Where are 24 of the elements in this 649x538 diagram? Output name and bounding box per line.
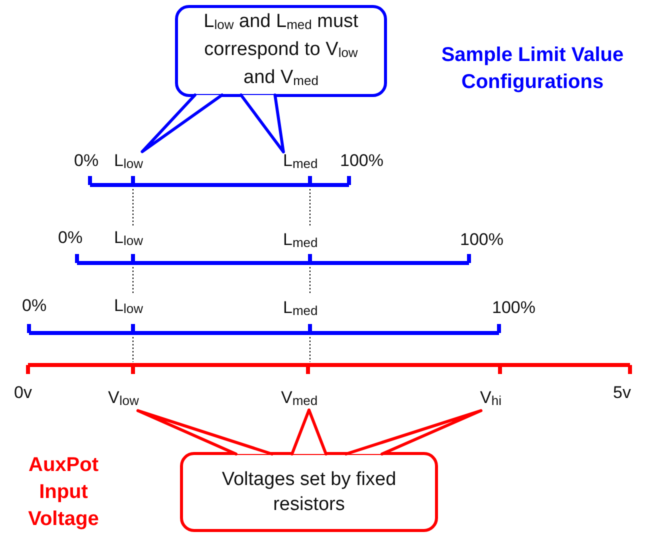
callout-pointer [136, 409, 274, 456]
heading: Sample Limit Value Configurations [440, 43, 625, 95]
tick-label: 100% [492, 298, 536, 318]
callout-pointer [140, 94, 224, 154]
tick-label: 5v [613, 383, 631, 403]
tick-label: L$_{low}$ [114, 151, 143, 174]
callout-pointer [344, 409, 482, 456]
tick-label: L$_{low}$ [114, 296, 143, 318]
tick-label: 0v [14, 383, 32, 403]
tick-label: 0% [58, 228, 83, 248]
tick-label: L$_{low}$ [114, 228, 143, 250]
axis-title: AuxPot Input Voltage [27, 453, 100, 532]
tick-label: V$_{hi}$ [480, 388, 502, 411]
tick-label: V$_{low}$ [108, 388, 139, 411]
tick-label: 100% [460, 230, 504, 250]
tick-label: 100% [340, 151, 384, 171]
callout-pointer [290, 408, 328, 456]
tick-label: 0% [74, 151, 99, 171]
tick-label: 0% [22, 296, 47, 316]
callout-pointer [240, 94, 285, 154]
tick-label: V$_{med}$ [281, 388, 318, 411]
tick-label: L$_{med}$ [283, 151, 318, 174]
tick-label: L$_{med}$ [283, 298, 318, 320]
tick-label: L$_{med}$ [283, 230, 318, 252]
